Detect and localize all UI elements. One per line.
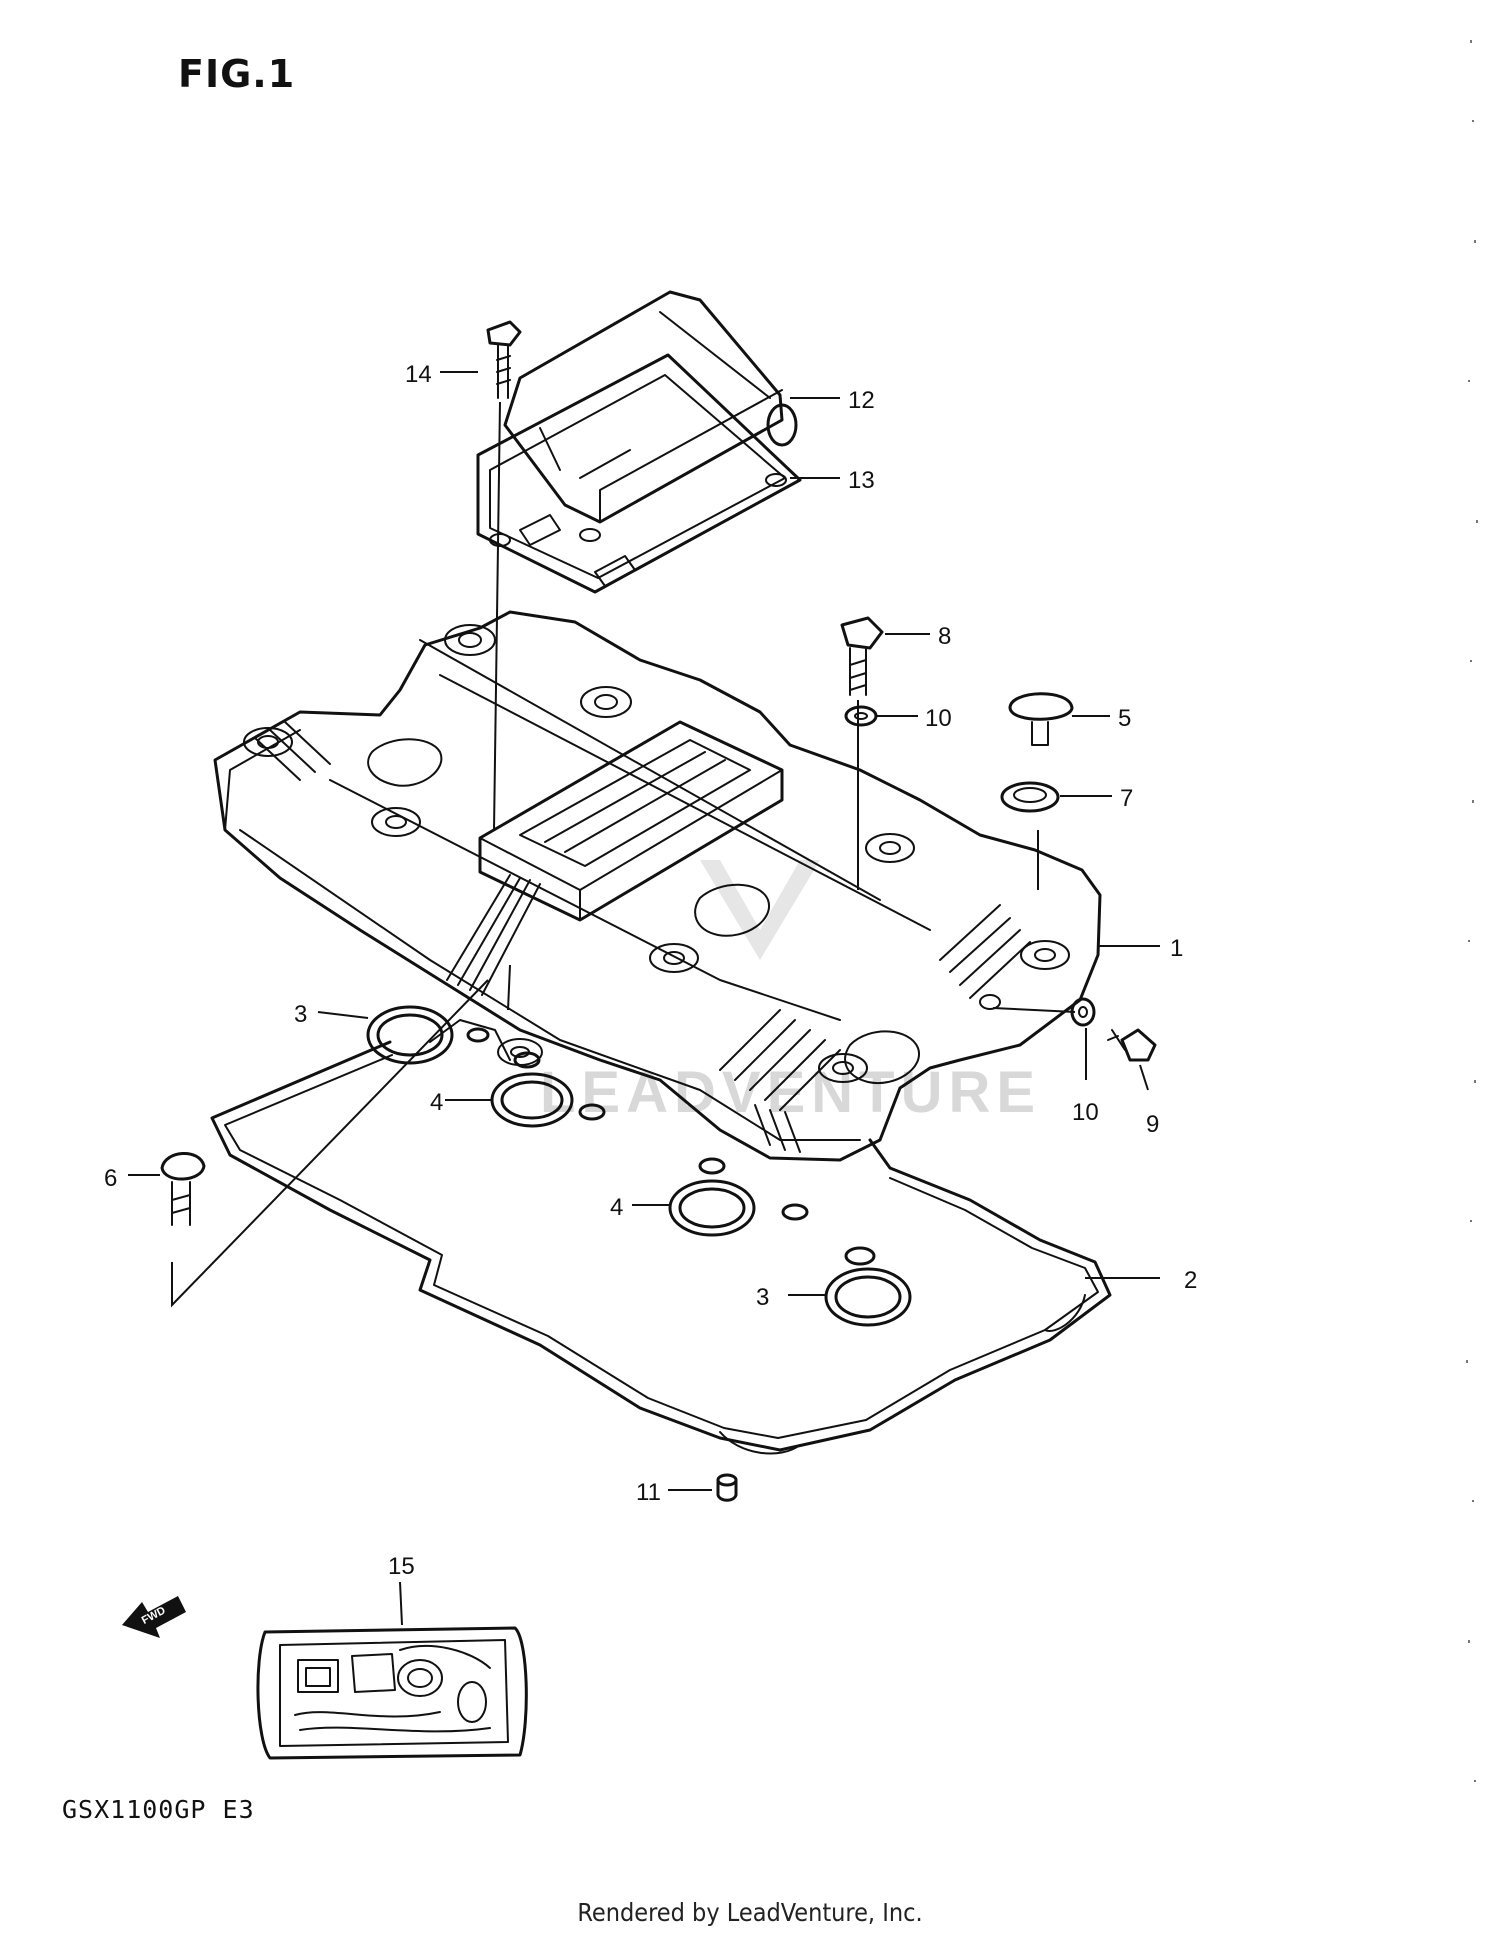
bolt-8 — [840, 616, 884, 696]
figure-title: FIG.1 — [178, 52, 296, 96]
o-ring-3b — [824, 1246, 912, 1327]
bolt-14 — [486, 320, 522, 399]
gasket-set-15 — [256, 1626, 528, 1760]
cap-5 — [1008, 692, 1074, 746]
o-ring-4b — [668, 1157, 809, 1237]
scan-margin-marks — [1466, 40, 1478, 1782]
watermark-text: LEADVENTURE — [540, 1060, 1041, 1125]
breather-cover-gasket — [476, 353, 802, 594]
callout-6: 6 — [104, 1165, 117, 1192]
o-ring-3a — [366, 1005, 490, 1065]
bolt-6 — [160, 1152, 206, 1226]
leader-lines — [128, 371, 1160, 1626]
callout-11: 11 — [636, 1479, 661, 1506]
grommet-7 — [1000, 781, 1060, 813]
washer-10b — [1070, 997, 1096, 1027]
callout-10b: 10 — [1072, 1099, 1099, 1126]
model-code: GSX1100GP E3 — [62, 1795, 255, 1824]
callout-14: 14 — [405, 361, 432, 388]
callout-4b: 4 — [610, 1194, 623, 1221]
callout-8: 8 — [938, 623, 951, 650]
breather-cover — [503, 290, 798, 524]
callout-2: 2 — [1184, 1267, 1197, 1294]
callout-10a: 10 — [925, 705, 952, 732]
washer-10a — [844, 705, 878, 727]
callouts: 14 12 13 8 10 5 7 1 3 4 10 9 6 4 2 3 11 … — [104, 361, 1197, 1580]
callout-7: 7 — [1120, 785, 1133, 812]
callout-15: 15 — [388, 1553, 415, 1580]
callout-4a: 4 — [430, 1089, 443, 1116]
callout-3b: 3 — [756, 1284, 769, 1311]
callout-1: 1 — [1170, 935, 1183, 962]
cylinder-head-cover — [213, 610, 1102, 1162]
forward-arrow-icon: FWD — [122, 1596, 186, 1638]
callout-3a: 3 — [294, 1001, 307, 1028]
dowel-11 — [716, 1473, 738, 1502]
callout-13: 13 — [848, 467, 875, 494]
screw-9 — [1107, 1028, 1157, 1062]
callout-5: 5 — [1118, 705, 1131, 732]
cover-gasket — [210, 1019, 1112, 1455]
render-credit: Rendered by LeadVenture, Inc. — [577, 1898, 923, 1927]
callout-12: 12 — [848, 387, 875, 414]
callout-9: 9 — [1146, 1111, 1159, 1138]
